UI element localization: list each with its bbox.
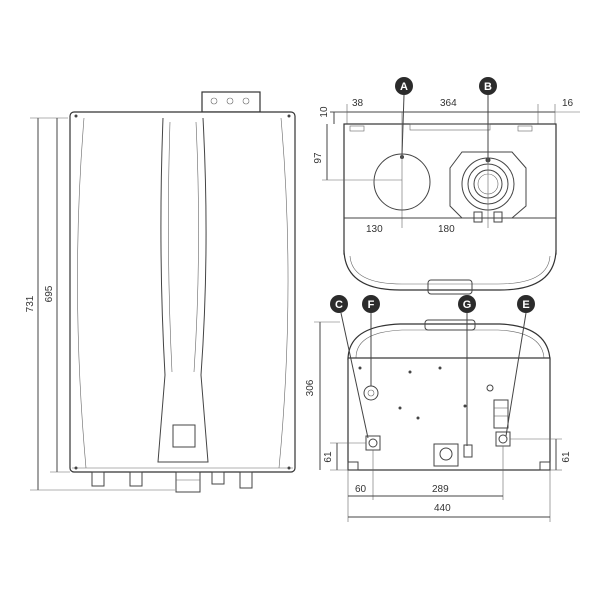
dim-height-body: 695 xyxy=(44,285,55,302)
bottom-rear-lip xyxy=(347,323,551,361)
callout-b-badge xyxy=(479,77,497,95)
dim-connection-spacing: 289 xyxy=(432,484,449,495)
front-fitting-2 xyxy=(129,471,143,487)
dim-width-total: 440 xyxy=(434,503,451,514)
top-front-lip xyxy=(343,249,557,291)
bottom-casing xyxy=(347,357,551,471)
callout-f-badge xyxy=(362,295,380,313)
callout-e-label: E xyxy=(522,299,529,311)
connection-g-gas xyxy=(433,443,459,467)
top-view: 38 364 16 10 97 xyxy=(313,77,580,295)
callout-a-badge xyxy=(395,77,413,95)
connection-e-valve xyxy=(493,399,509,429)
front-display-window xyxy=(172,424,196,448)
callout-f-label: F xyxy=(368,299,375,311)
dim-left-connection-x: 60 xyxy=(355,484,367,495)
dim-flue-spacing: 364 xyxy=(440,98,457,109)
bottom-view: 306 61 61 60 289 440 C F G xyxy=(305,295,572,522)
dim-top-offset: 10 xyxy=(319,106,330,118)
dim-connection-height: 306 xyxy=(305,379,316,396)
front-center-panel xyxy=(157,117,209,463)
front-fitting-4 xyxy=(211,471,225,485)
front-view: 731 695 xyxy=(25,91,296,493)
front-top-connector xyxy=(201,91,261,113)
front-fitting-5 xyxy=(239,471,253,489)
callout-c-label: C xyxy=(335,299,343,311)
dim-bottom-right-height: 61 xyxy=(561,451,572,463)
dim-flue-b-x: 180 xyxy=(438,224,455,235)
front-fitting-1 xyxy=(91,471,105,487)
callout-b-label: B xyxy=(484,81,492,93)
callout-g-badge xyxy=(458,295,476,313)
dim-flue-a-x: 130 xyxy=(366,224,383,235)
callout-e-badge xyxy=(517,295,535,313)
dim-height-total: 731 xyxy=(25,295,36,312)
dim-flue-a-depth: 97 xyxy=(313,152,324,164)
callout-a-label: A xyxy=(400,81,408,93)
callout-g-label: G xyxy=(463,299,472,311)
front-casing xyxy=(69,111,296,473)
dim-bottom-left-height: 61 xyxy=(323,451,334,463)
front-fitting-3 xyxy=(175,471,201,493)
callout-c-badge xyxy=(330,295,348,313)
dim-left-offset-top: 38 xyxy=(352,98,364,109)
dim-right-offset-top: 16 xyxy=(562,98,574,109)
